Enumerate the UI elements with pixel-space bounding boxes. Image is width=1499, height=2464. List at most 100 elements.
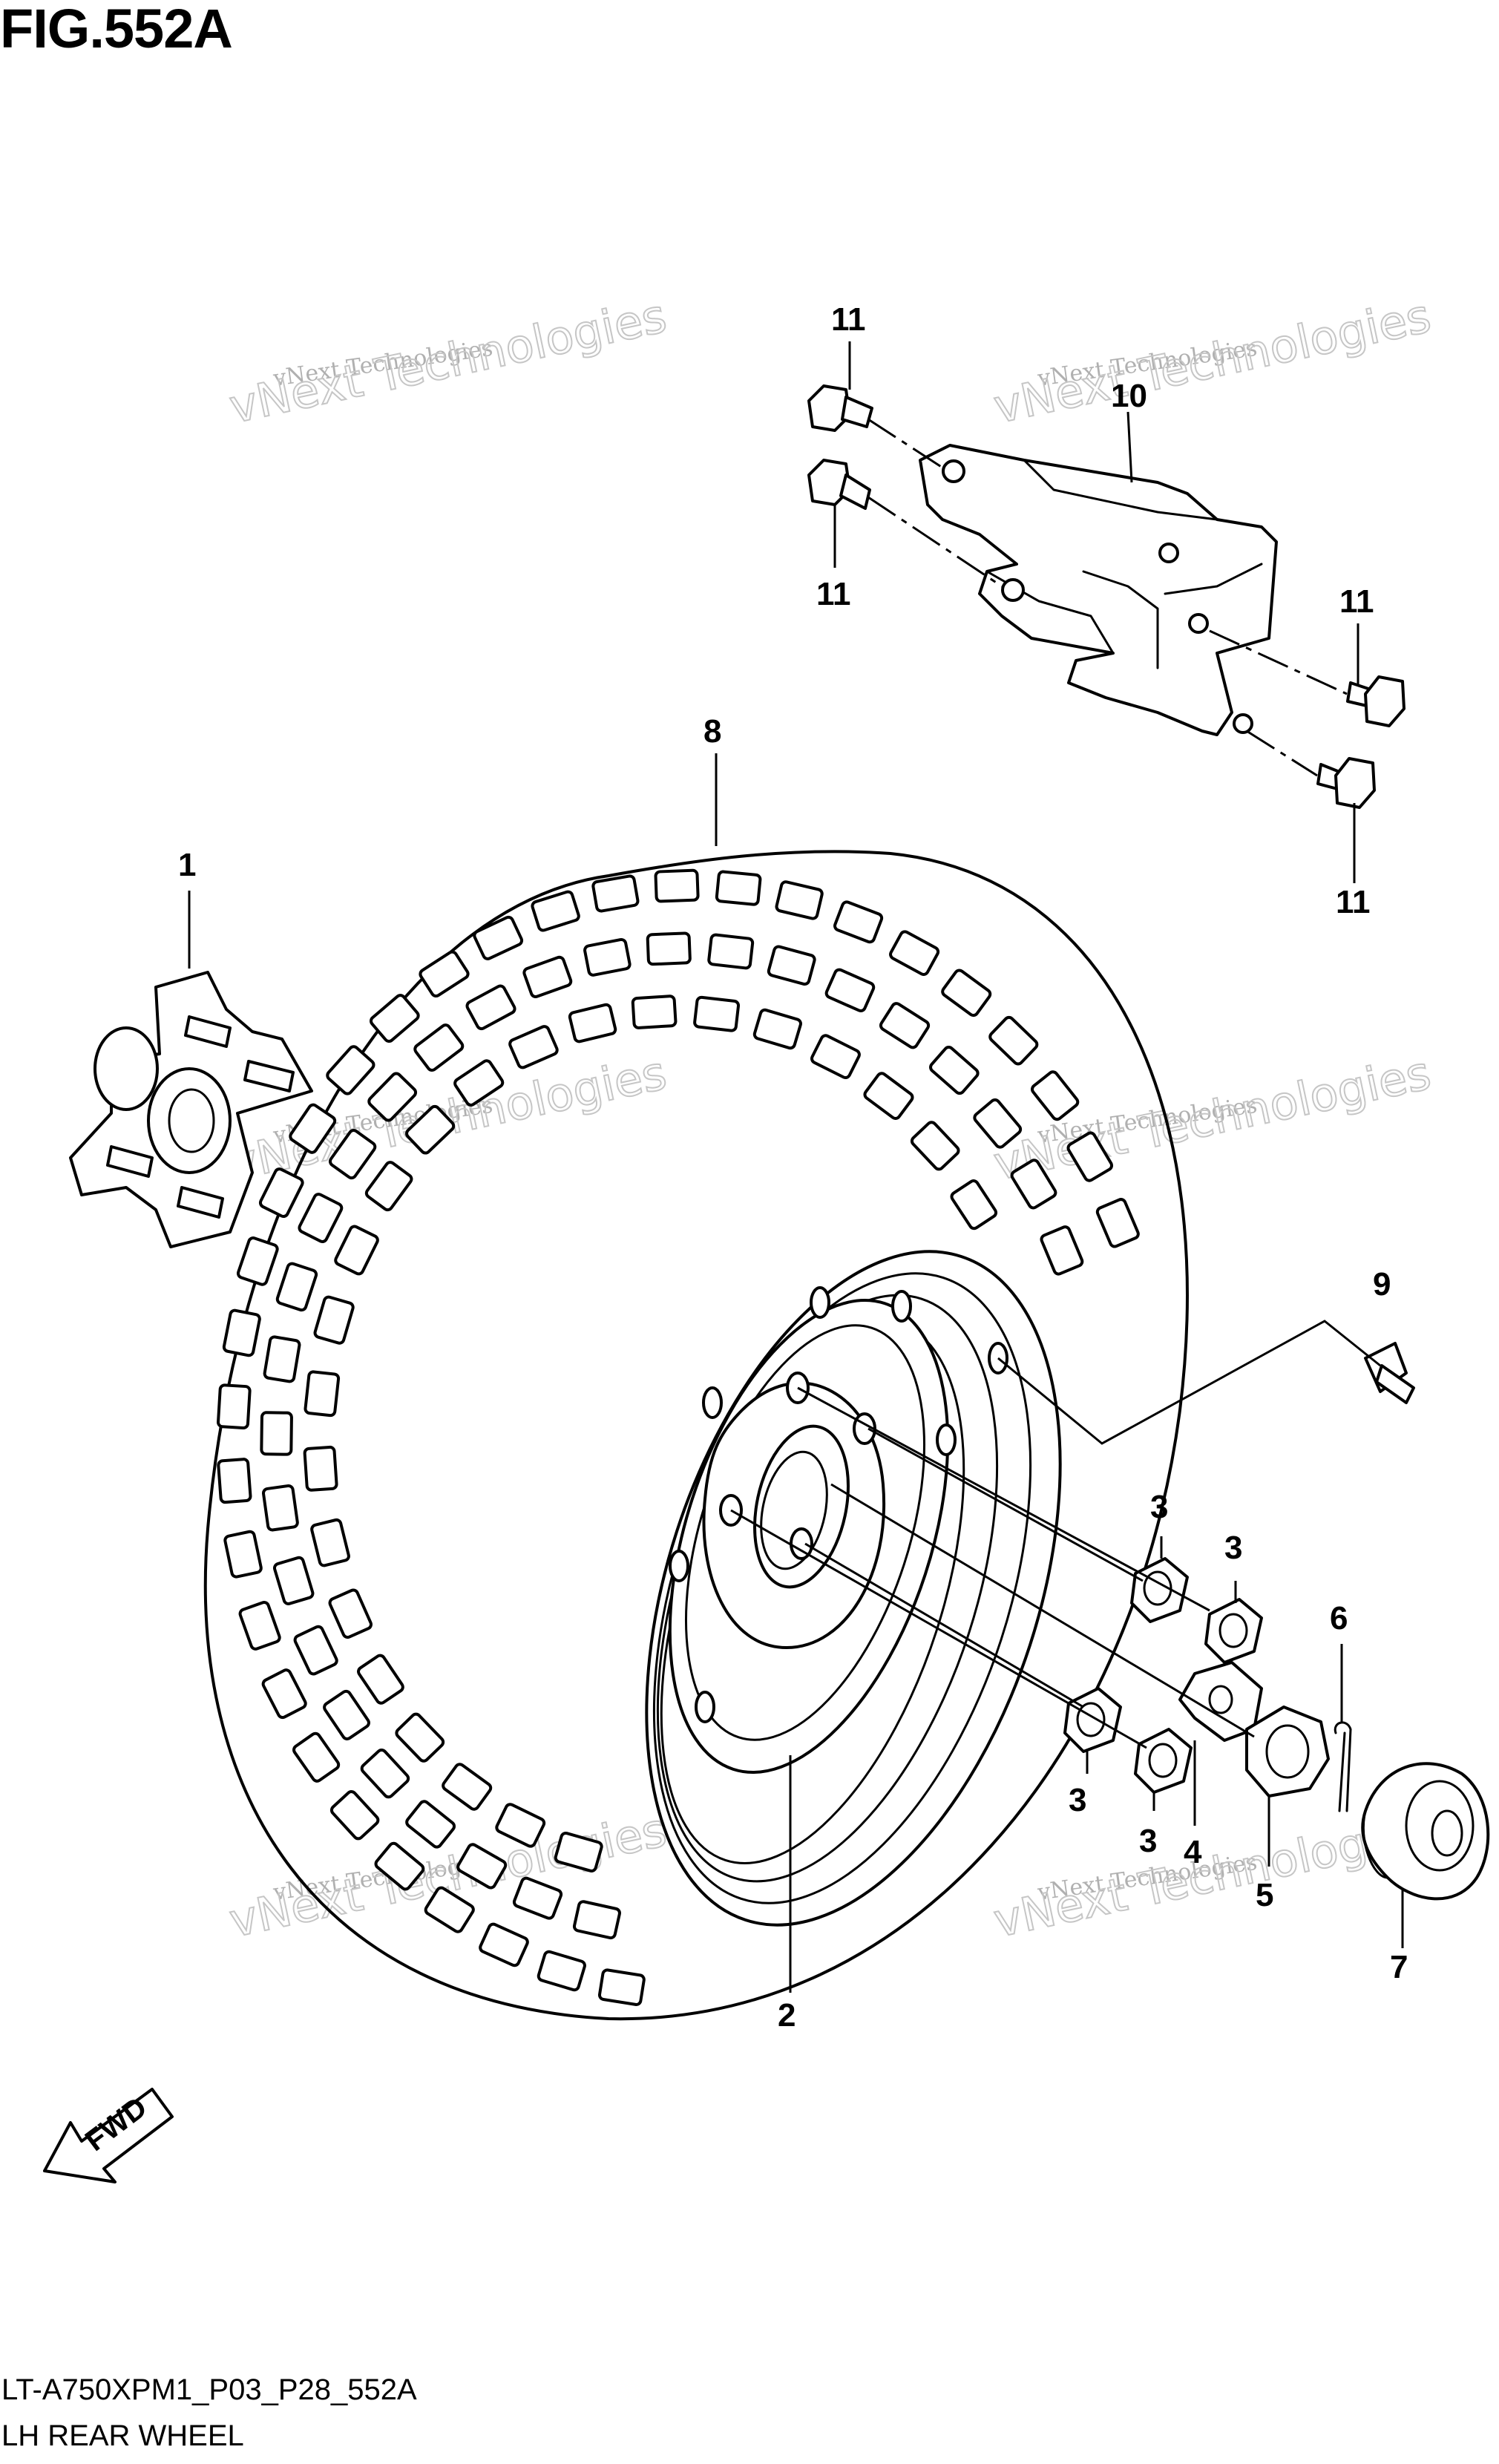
tread-lug (293, 1625, 338, 1676)
tread-lug (929, 1046, 980, 1095)
tread-lug (298, 1193, 344, 1243)
tread-lug (289, 1103, 337, 1154)
tread-lug (236, 1236, 279, 1286)
callout-10: 10 (1111, 378, 1147, 414)
tread-lug (217, 1458, 252, 1504)
tread-lug (646, 931, 692, 966)
tread-lug (879, 1002, 931, 1049)
tread-lug (775, 880, 824, 920)
tread-lug (767, 945, 816, 986)
tread-lug (973, 1098, 1023, 1149)
castle-nut (1245, 1706, 1330, 1798)
tread-lug (456, 1843, 508, 1890)
tread-lug (222, 1308, 261, 1357)
tread-lug (554, 1831, 603, 1872)
bolt-11-top-left (807, 384, 873, 432)
callout-5: 5 (1256, 1877, 1273, 1913)
bracket (919, 444, 1278, 736)
tread-lug (263, 1335, 301, 1383)
tire (203, 850, 1189, 2021)
tread-lug (395, 1712, 445, 1763)
tread-lug (238, 1600, 281, 1651)
callout-3: 3 (1150, 1489, 1168, 1525)
tread-lug (453, 1059, 505, 1107)
tread-lug (1010, 1159, 1057, 1210)
callout-11: 11 (831, 301, 866, 338)
tread-lug (292, 1731, 341, 1783)
leader-lines (188, 341, 1404, 1993)
callout-2: 2 (778, 1997, 796, 2034)
tread-lug (258, 1167, 304, 1219)
tread-lug (304, 1370, 341, 1418)
tread-lug (654, 868, 700, 903)
callout-7: 7 (1390, 1949, 1408, 1985)
tread-lug (583, 937, 632, 977)
tread-lug (508, 1025, 559, 1069)
tread-lug (693, 995, 741, 1032)
callouts: 1 2 3 3 3 3 4 5 6 7 8 9 10 11 11 11 11 (178, 301, 1408, 2034)
tread-lug (260, 1411, 293, 1456)
diagram-code: LT-A750XPM1_P03_P28_552A (1, 2373, 417, 2406)
tread-lug (405, 1104, 456, 1155)
tread-lug (988, 1015, 1039, 1066)
tread-lug (479, 1922, 529, 1967)
tread-lug (360, 1748, 410, 1799)
tread-lug (863, 1072, 914, 1121)
callout-3: 3 (1139, 1823, 1157, 1859)
callout-1: 1 (178, 847, 196, 883)
callout-3: 3 (1224, 1530, 1242, 1566)
tread-lug (568, 1003, 617, 1043)
tread-lug (531, 890, 580, 932)
callout-11: 11 (1339, 583, 1374, 620)
tread-lug (597, 1968, 646, 2006)
tread-lug (1066, 1131, 1114, 1182)
bolt-11-mid-left (807, 459, 871, 510)
tread-lug (303, 1445, 338, 1492)
cotter-pin (1334, 1721, 1352, 1812)
wheel-rim (645, 1250, 1062, 1927)
tread-lug (328, 1588, 373, 1639)
diagram-caption: LH REAR WHEEL (1, 2419, 244, 2452)
tread-lug (334, 1225, 379, 1276)
washer-plate (1178, 1661, 1263, 1742)
tread-lug (473, 915, 524, 960)
tread-lug (572, 1900, 621, 1940)
bolt-11-upper-right (1346, 675, 1405, 727)
hub-cap (1361, 1762, 1490, 1901)
watermark-top-right: vNext Technologies vNext Technologies (988, 288, 1436, 435)
watermark-outline: vNext Technologies (989, 289, 1435, 434)
tread-lug (824, 968, 876, 1012)
tread-lug (413, 1023, 465, 1072)
callout-9: 9 (1373, 1266, 1391, 1303)
tread-lug (715, 870, 762, 906)
tread-blocks (217, 868, 1140, 2006)
tread-lug (889, 930, 940, 976)
tread-lug (419, 950, 470, 998)
tread-lug (357, 1654, 404, 1705)
tread-lug (442, 1763, 493, 1811)
tread-lug (310, 1518, 350, 1567)
alignment-lines (730, 418, 1348, 1749)
fwd-arrow: FWD (43, 2088, 174, 2183)
tread-lug (495, 1803, 546, 1848)
tread-lug (272, 1556, 315, 1605)
callout-11: 11 (816, 576, 851, 612)
tread-lug (1040, 1225, 1084, 1276)
nut-3-c (1063, 1687, 1122, 1753)
nut-3-b (1204, 1598, 1263, 1664)
wheel-hub (69, 971, 313, 1248)
tread-lug (374, 1841, 425, 1891)
tread-lug (537, 1950, 586, 1992)
tread-lug (329, 1790, 380, 1841)
callout-11: 11 (1336, 884, 1371, 920)
tire-valve (1364, 1342, 1415, 1404)
tread-lug (752, 1008, 802, 1050)
tread-lug (465, 984, 516, 1031)
tread-lug (1031, 1070, 1080, 1121)
tread-lug (328, 1129, 377, 1180)
tread-lug (217, 1383, 252, 1429)
tread-lug (910, 1121, 960, 1171)
tread-lug (261, 1484, 299, 1532)
callout-8: 8 (703, 713, 721, 750)
